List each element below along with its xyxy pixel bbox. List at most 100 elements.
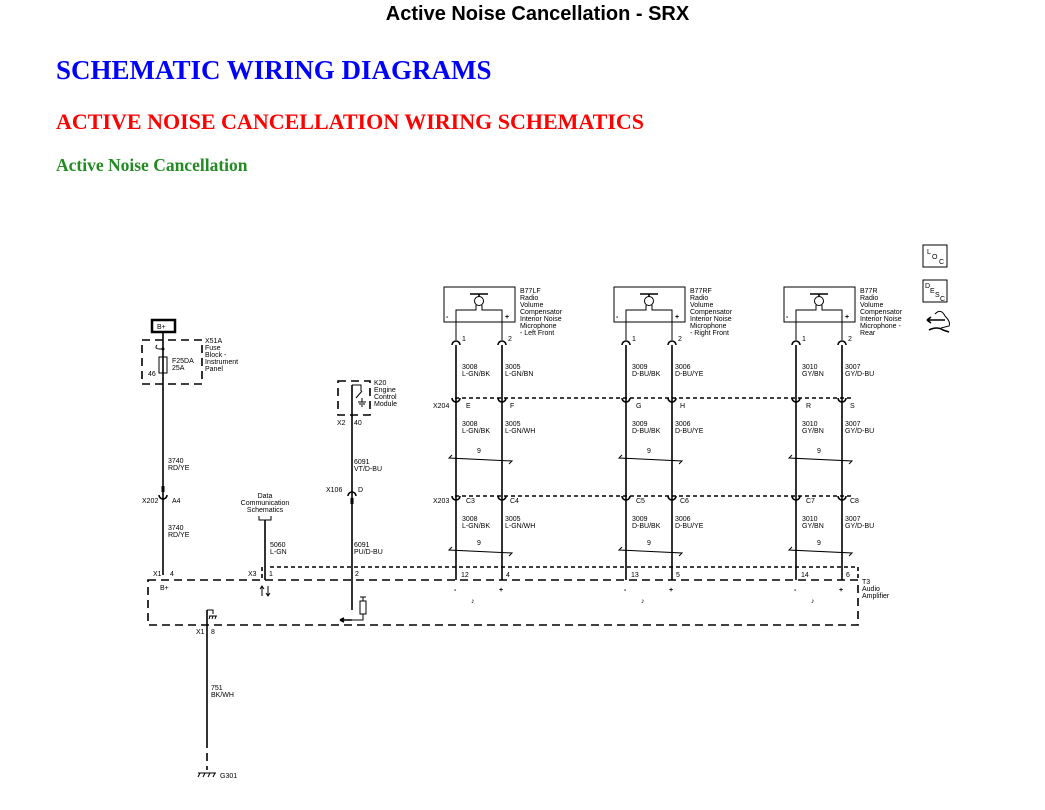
svg-text:5060: 5060	[270, 542, 286, 549]
desc-icon[interactable]: D E S C	[922, 279, 948, 303]
svg-text:40: 40	[354, 420, 362, 427]
data-communication-link[interactable]: Data Communication Schematics	[241, 493, 290, 521]
svg-text:C: C	[939, 259, 944, 266]
svg-text:46: 46	[148, 371, 156, 378]
svg-text:Interior Noise: Interior Noise	[520, 316, 562, 323]
svg-text:D-BU/BK: D-BU/BK	[632, 428, 661, 435]
svg-text:Volume: Volume	[860, 302, 883, 309]
svg-text:Audio: Audio	[862, 586, 880, 593]
svg-text:3007: 3007	[845, 364, 861, 371]
svg-text:1: 1	[269, 571, 273, 578]
svg-text:Instrument: Instrument	[205, 359, 238, 366]
svg-text:Panel: Panel	[205, 366, 223, 373]
svg-text:Interior Noise: Interior Noise	[860, 316, 902, 323]
svg-text:6: 6	[846, 572, 850, 579]
svg-text:+: +	[505, 314, 509, 321]
svg-text:3740: 3740	[168, 525, 184, 532]
svg-text:2: 2	[678, 336, 682, 343]
svg-text:Radio: Radio	[690, 295, 708, 302]
svg-text:B77R: B77R	[860, 288, 878, 295]
svg-text:9: 9	[477, 448, 481, 455]
svg-text:1: 1	[802, 336, 806, 343]
loc-icon[interactable]: L O C	[922, 244, 948, 268]
microphone-b77lf: - + B77LF Radio Volume Compensator Inter…	[443, 286, 563, 340]
svg-text:D-BU/YE: D-BU/YE	[675, 523, 704, 530]
svg-text:-: -	[616, 314, 619, 321]
svg-text:F25DA: F25DA	[172, 358, 194, 365]
svg-text:Compensator: Compensator	[860, 309, 903, 316]
svg-text:GY/BN: GY/BN	[802, 371, 824, 378]
svg-text:25A: 25A	[172, 365, 185, 372]
svg-text:X3: X3	[248, 571, 257, 578]
svg-text:L: L	[927, 249, 931, 256]
svg-text:H: H	[680, 403, 685, 410]
svg-text:D: D	[925, 283, 930, 290]
svg-text:751: 751	[211, 685, 223, 692]
svg-text:3009: 3009	[632, 516, 648, 523]
svg-text:4: 4	[506, 572, 510, 579]
svg-text:3005: 3005	[505, 421, 521, 428]
svg-text:D-BU/YE: D-BU/YE	[675, 428, 704, 435]
svg-text:B77RF: B77RF	[690, 288, 712, 295]
page-title: Active Noise Cancellation - SRX	[385, 3, 690, 25]
svg-text:K20: K20	[374, 380, 387, 387]
svg-text:-: -	[446, 314, 449, 321]
svg-text:Radio: Radio	[520, 295, 538, 302]
svg-text:Engine: Engine	[374, 387, 396, 394]
svg-text:R: R	[806, 403, 811, 410]
svg-text:Volume: Volume	[690, 302, 713, 309]
svg-text:L-GN/WH: L-GN/WH	[505, 428, 535, 435]
svg-text:PU/D-BU: PU/D-BU	[354, 549, 383, 556]
svg-text:GY/BN: GY/BN	[802, 523, 824, 530]
audio-amplifier-t3: T3 Audio Amplifier	[147, 566, 890, 626]
svg-text:Amplifier: Amplifier	[862, 593, 890, 600]
svg-text:9: 9	[817, 448, 821, 455]
svg-text:3007: 3007	[845, 516, 861, 523]
svg-text:B77LF: B77LF	[520, 288, 541, 295]
svg-text:Compensator: Compensator	[690, 309, 733, 316]
connector-hand-icon[interactable]	[926, 310, 950, 333]
svg-text:X1: X1	[153, 571, 162, 578]
svg-text:Radio: Radio	[860, 295, 878, 302]
svg-text:2: 2	[355, 571, 359, 578]
svg-text:3010: 3010	[802, 516, 818, 523]
section-heading: SCHEMATIC WIRING DIAGRAMS	[56, 55, 492, 85]
svg-text:C: C	[940, 296, 945, 303]
svg-text:Volume: Volume	[520, 302, 543, 309]
svg-text:- Right Front: - Right Front	[690, 330, 729, 337]
svg-text:D: D	[358, 487, 363, 494]
svg-text:3006: 3006	[675, 421, 691, 428]
svg-text:C7: C7	[806, 498, 815, 505]
connector-x202	[158, 494, 168, 500]
svg-text:RD/YE: RD/YE	[168, 532, 190, 539]
svg-text:6091: 6091	[354, 542, 370, 549]
svg-text:Microphone: Microphone	[690, 323, 727, 330]
svg-text:Communication: Communication	[241, 500, 290, 507]
svg-text:C3: C3	[466, 498, 475, 505]
svg-text:B+: B+	[160, 585, 169, 592]
subsection-heading: ACTIVE NOISE CANCELLATION WIRING SCHEMAT…	[56, 109, 645, 134]
svg-text:+: +	[845, 314, 849, 321]
svg-text:VT/D-BU: VT/D-BU	[354, 466, 382, 473]
svg-text:4: 4	[170, 571, 174, 578]
microphone-signal-icon: ♪	[471, 598, 475, 605]
svg-text:3005: 3005	[505, 516, 521, 523]
svg-text:Interior Noise: Interior Noise	[690, 316, 732, 323]
svg-text:1: 1	[632, 336, 636, 343]
svg-text:X204: X204	[433, 403, 449, 410]
svg-text:3009: 3009	[632, 364, 648, 371]
connector-x106	[347, 491, 357, 497]
svg-text:X1: X1	[196, 629, 205, 636]
svg-text:F: F	[510, 403, 514, 410]
svg-text:+: +	[675, 314, 679, 321]
svg-text:Control: Control	[374, 394, 397, 401]
svg-text:X106: X106	[326, 487, 342, 494]
svg-text:+: +	[669, 587, 673, 594]
microphone-b77rf: - + B77RF Radio Volume Compensator Inter…	[613, 286, 733, 340]
battery-power-source: B+	[150, 318, 177, 334]
svg-text:3008: 3008	[462, 421, 478, 428]
svg-text:+: +	[839, 587, 843, 594]
svg-text:A4: A4	[172, 498, 181, 505]
svg-text:C5: C5	[636, 498, 645, 505]
